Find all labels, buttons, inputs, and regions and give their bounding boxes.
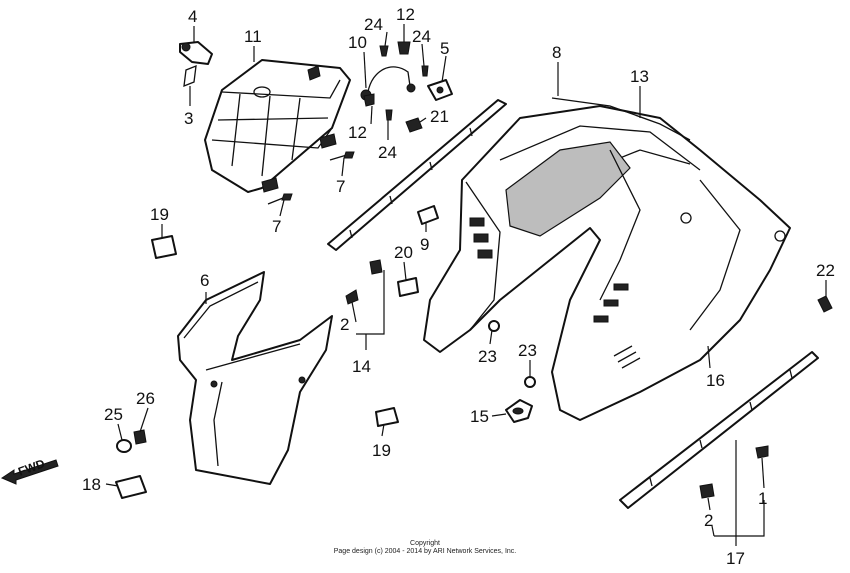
callout-10: 10 [348, 33, 367, 52]
part-23-grommet-a [488, 320, 500, 332]
page-design-credit: Page design (c) 2004 - 2014 by ARI Netwo… [333, 548, 517, 555]
part-22-screw [817, 295, 833, 313]
part-2-clip-upper [345, 289, 359, 305]
leader-lines [105, 24, 827, 546]
callout-13: 13 [630, 67, 649, 86]
callout-25: 25 [104, 405, 123, 424]
part-18-cap [115, 475, 147, 499]
callout-5: 5 [440, 39, 449, 58]
callout-9: 9 [420, 235, 429, 254]
part-21-screw [405, 117, 423, 133]
part-2-clip-lower [699, 483, 715, 499]
callout-7: 7 [336, 177, 345, 196]
callout-numbers: 4 11 3 24 12 10 24 5 12 21 24 7 7 8 13 1… [82, 5, 835, 568]
callout-24: 24 [364, 15, 383, 34]
callout-14: 14 [352, 357, 371, 376]
part-4-knob [179, 41, 213, 65]
callout-4: 4 [188, 7, 197, 26]
callout-23: 23 [478, 347, 497, 366]
fwd-label: FWD [16, 456, 47, 479]
part-16-lower-trim [619, 351, 819, 509]
callout-8: 8 [552, 43, 561, 62]
part-7-pin-a [329, 151, 355, 161]
part-11-carrier [204, 59, 351, 193]
part-24-screw-mid [421, 65, 429, 77]
callout-19: 19 [150, 205, 169, 224]
callout-22: 22 [816, 261, 835, 280]
part-19-label-upper [151, 235, 177, 259]
callout-3: 3 [184, 109, 193, 128]
part-7-pin-b [267, 193, 293, 205]
callout-17: 17 [726, 549, 745, 568]
callout-23: 23 [518, 341, 537, 360]
part-15-grommet [505, 399, 533, 423]
callout-1: 1 [758, 489, 767, 508]
part-19-label-lower [375, 407, 399, 427]
callout-11: 11 [244, 27, 262, 46]
callout-15: 15 [470, 407, 489, 426]
callout-24: 24 [378, 143, 397, 162]
part-6-leg-shield [177, 271, 333, 485]
callout-21: 21 [430, 107, 449, 126]
part-3-clip [183, 64, 197, 88]
part-24-screw-upper [379, 45, 389, 57]
part-26-nut [133, 429, 147, 445]
callout-2: 2 [340, 315, 349, 334]
callout-19: 19 [372, 441, 391, 460]
part-5-bracket [427, 79, 453, 101]
callout-16: 16 [706, 371, 725, 390]
part-1-screw [755, 445, 769, 459]
callout-26: 26 [136, 389, 155, 408]
callout-18: 18 [82, 475, 101, 494]
callout-12: 12 [348, 123, 367, 142]
callout-7: 7 [272, 217, 281, 236]
part-23-grommet-b [524, 376, 536, 388]
part-25-bolt [116, 439, 132, 453]
part-20-label [397, 277, 419, 297]
part-main-body-cover [423, 105, 791, 421]
callout-6: 6 [200, 271, 209, 290]
part-12-bolt-lower [363, 93, 375, 107]
part-24-screw-lower [385, 109, 393, 121]
callout-24: 24 [412, 27, 431, 46]
part-9-label [417, 205, 439, 225]
callout-20: 20 [394, 243, 413, 262]
copyright-line: Copyright [410, 540, 440, 547]
fwd-arrow-icon [0, 459, 59, 485]
part-12-bolt-upper [397, 41, 411, 55]
callout-12: 12 [396, 5, 415, 24]
part-8-trim-strip [327, 99, 507, 251]
part-2-clip-mid [369, 259, 383, 275]
part-13-rail [551, 97, 691, 141]
callout-2: 2 [704, 511, 713, 530]
